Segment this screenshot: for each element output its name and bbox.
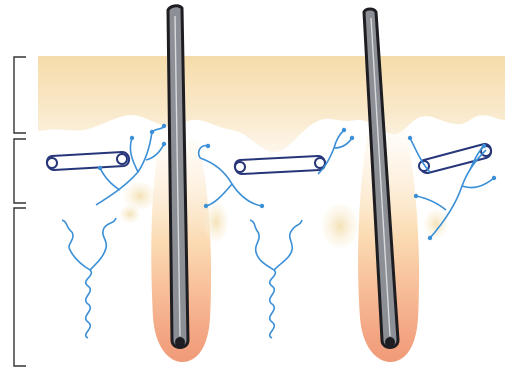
dermis-bracket (14, 139, 26, 203)
subcutis-bracket (14, 208, 26, 366)
epidermis-bracket (14, 57, 26, 133)
epidermis-layer (38, 56, 505, 152)
nerve-coil-left (62, 218, 116, 338)
blood-vessel-right (419, 144, 491, 173)
blood-vessel-left (47, 152, 129, 170)
blood-vessel-center (235, 156, 325, 174)
nerve-coil-center (250, 220, 302, 338)
